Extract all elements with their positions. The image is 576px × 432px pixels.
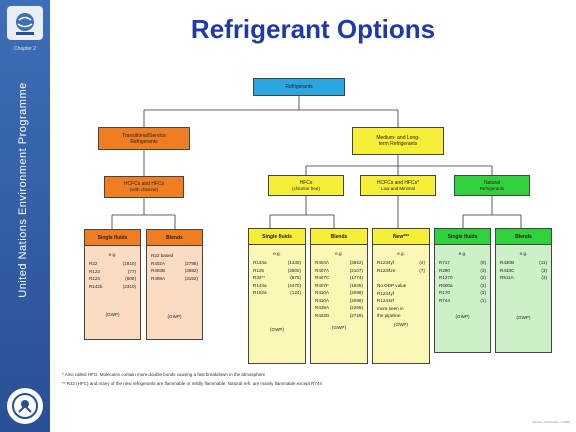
list-item: R1270(2) xyxy=(439,275,486,280)
list-item: R600a(3) xyxy=(439,282,486,288)
leaf-eg: e.g. xyxy=(108,252,117,257)
list-item: more seen in xyxy=(377,305,404,311)
leaf-header: New*** xyxy=(373,229,429,245)
list-item: R124(609) xyxy=(89,276,136,281)
leaf-transitional-blends: Blends R22 based R402A(2788) R403B(3682)… xyxy=(146,229,203,340)
natural-node: Natural Refrigerants xyxy=(454,175,530,196)
list-item: R142b(2310) xyxy=(89,283,136,289)
transitional-label: Transitional/Service xyxy=(122,132,166,139)
list-item: R125(3500) xyxy=(253,267,301,273)
natural-sublabel: Refrigerants xyxy=(479,185,505,191)
leaf-natural-blends: Blends e.g. R430B(11) R433C(3) R511A(3) … xyxy=(495,228,552,353)
leaf-footer: (GWP) xyxy=(167,314,182,319)
list-item: R290(3) xyxy=(439,267,486,273)
leaf-eg: e.g. xyxy=(397,251,405,256)
list-item: R22 based xyxy=(151,253,174,258)
natural-label: Natural xyxy=(483,179,501,186)
list-item: R22(1810) xyxy=(89,261,136,266)
leaf-header: Blends xyxy=(147,230,202,246)
leaf-header: Single fluids xyxy=(249,229,305,245)
list-item: R407A(2107) xyxy=(315,267,363,273)
list-item: R1234ze(7) xyxy=(377,267,425,273)
root-node-label: Refrigerants xyxy=(285,84,313,90)
list-item: R402A(2788) xyxy=(151,260,198,266)
leaf-header: Blends xyxy=(311,229,367,245)
organization-name: United Nations Environment Programme xyxy=(17,82,29,298)
hfc-sublabel: (chlorine free) xyxy=(292,185,320,191)
transitional-node: Transitional/Service Refrigerants xyxy=(98,127,190,150)
transitional-sublabel: Refrigerants xyxy=(130,138,158,145)
hcfc-mid-label: HCFCs and HFCs* xyxy=(376,179,420,186)
root-node: Refrigerants xyxy=(253,78,345,96)
list-item: R1234yf xyxy=(377,290,395,296)
list-item: R433C(3) xyxy=(500,267,547,273)
list-item: R410A(2088) xyxy=(315,297,363,303)
leaf-eg: e.g. xyxy=(458,251,467,256)
hcfc-sublabel: (with chlorine) xyxy=(129,187,158,193)
list-item: the pipeline xyxy=(377,313,401,318)
leaf-header: Single fluids xyxy=(85,230,140,246)
list-item: R408A(3152) xyxy=(151,275,198,281)
leaf-hfc-blends: Blends e.g. R404A(3922) R407A(2107) R407… xyxy=(310,228,368,364)
list-item: R32**(675) xyxy=(253,275,301,280)
list-item: R422D(2729) xyxy=(315,312,363,318)
medium-long-label: Medium- and Long- xyxy=(376,135,420,141)
medium-long-term-node: Medium- and Long- term Refrigerants xyxy=(352,127,444,155)
leaf-eg: e.g. xyxy=(519,251,528,256)
list-item: R1234yf(4) xyxy=(377,260,425,265)
leaf-footer: (GWP) xyxy=(516,314,531,320)
list-item: R123(77) xyxy=(89,268,136,274)
list-item: R410A(2088) xyxy=(315,290,363,295)
unep-logo xyxy=(7,388,43,424)
hfc-label: HFCs xyxy=(299,179,313,186)
leaf-transitional-single: Single fluids e.g. R22(1810) R123(77) R1… xyxy=(84,229,141,340)
list-item: R407C(1774) xyxy=(315,275,363,280)
list-item: R438A(2265) xyxy=(315,305,363,310)
list-item: R170(3) xyxy=(439,290,486,295)
footnote: ** R32 (HFC) and many of the new refrige… xyxy=(62,381,322,386)
list-item: R134a(1430) xyxy=(253,260,301,265)
list-item: R404A(3922) xyxy=(315,260,363,265)
footnotes: * Also called HFO. Molecules contain mor… xyxy=(62,370,567,388)
globe-logo-icon xyxy=(16,13,34,35)
medium-long-sublabel: term Refrigerants xyxy=(378,141,418,147)
footnote: * Also called HFO. Molecules contain mor… xyxy=(62,372,266,377)
hfc-node: HFCs (chlorine free) xyxy=(268,175,344,196)
list-item: R430B(11) xyxy=(500,260,547,265)
leaf-new-refrigerants: New*** e.g. R1234yf(4) R1234ze(7) No ODP… xyxy=(372,228,430,364)
list-item: R403B(3682) xyxy=(151,268,198,273)
leaf-header: Blends xyxy=(496,229,551,245)
list-item: R407F(1825) xyxy=(315,282,363,288)
list-item: No ODP value xyxy=(377,283,407,288)
leaf-footer: (GWP) xyxy=(455,314,470,319)
leaf-footer: (GWP) xyxy=(331,325,347,330)
ozonaction-logo xyxy=(7,6,43,40)
leaf-footer: (GWP) xyxy=(105,312,120,317)
leaf-eg: e.g. xyxy=(273,251,281,256)
leaf-hfc-single: Single fluids e.g. R134a(1430) R125(3500… xyxy=(248,228,306,364)
list-item: R511A(3) xyxy=(500,275,547,280)
leaf-footer: (GWP) xyxy=(393,321,409,327)
list-item: R143a(4470) xyxy=(253,282,301,288)
leaf-footer: (GWP) xyxy=(269,326,285,332)
source-credit: Source: OzonAction / UNEP xyxy=(532,420,570,424)
hcfc-mid-node: HCFCs and HFCs* Low and Minimal xyxy=(360,175,436,196)
unep-emblem-icon xyxy=(12,393,38,419)
leaf-header: Single fluids xyxy=(435,229,490,245)
leaf-natural-single: Single fluids e.g. R717(0) R290(3) R1270… xyxy=(434,228,491,353)
leaf-eg: e.g. xyxy=(335,251,343,256)
sidebar: Chapter 2 United Nations Environment Pro… xyxy=(0,0,50,432)
list-item: R717(0) xyxy=(439,260,486,265)
list-item: R152a(124) xyxy=(253,290,301,295)
list-item: R1243zf xyxy=(377,298,395,303)
hcfc-node: HCFCs and HFCs (with chlorine) xyxy=(104,176,184,198)
page-title: Refrigerant Options xyxy=(190,14,436,44)
hcfc-mid-sublabel: Low and Minimal xyxy=(381,185,415,191)
list-item: R744(1) xyxy=(439,297,486,303)
chapter-label: Chapter 2 xyxy=(14,46,36,52)
hcfc-label: HCFCs and HFCs xyxy=(123,181,165,188)
